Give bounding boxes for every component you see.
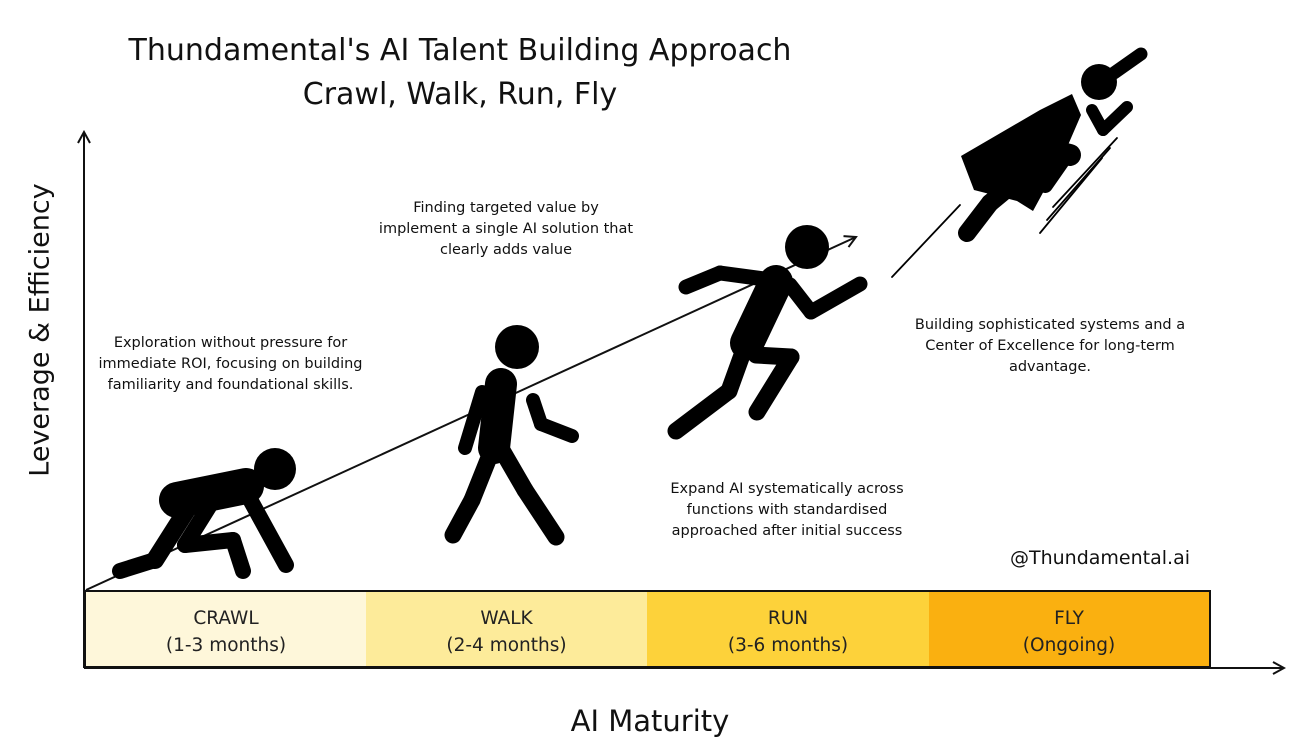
stage-duration: (1-3 months) [165,635,287,656]
walking-person-icon [444,325,579,546]
stage-run: RUN (3-6 months) [647,590,929,668]
page-title: Thundamental's AI Talent Building Approa… [128,33,792,68]
stage-name: WALK [480,608,533,629]
run-description: Expand AI systematically across function… [670,481,904,539]
stage-duration: (3-6 months) [727,635,849,656]
stage-duration: (2-4 months) [446,635,567,656]
x-axis-label: AI Maturity [570,704,730,738]
stage-name: FLY [1054,608,1084,629]
crawling-person-icon [112,448,296,579]
stage-walk: WALK (2-4 months) [366,590,647,668]
walk-description: Finding targeted value by implement a si… [378,200,634,258]
page-subtitle: Crawl, Walk, Run, Fly [302,77,618,112]
stage-crawl: CRAWL (1-3 months) [84,590,366,668]
fly-description: Building sophisticated systems and a Cen… [914,317,1186,375]
stage-name: RUN [767,608,809,629]
stage-duration: (Ongoing) [1022,635,1116,656]
brand-handle: @Thundamental.ai [1009,547,1190,569]
stage-name: CRAWL [193,608,259,629]
crawl-description: Exploration without pressure for immedia… [98,335,363,393]
flying-superhero-icon [891,47,1148,278]
stage-fly: FLY (Ongoing) [929,590,1211,668]
running-person-icon [667,225,868,440]
